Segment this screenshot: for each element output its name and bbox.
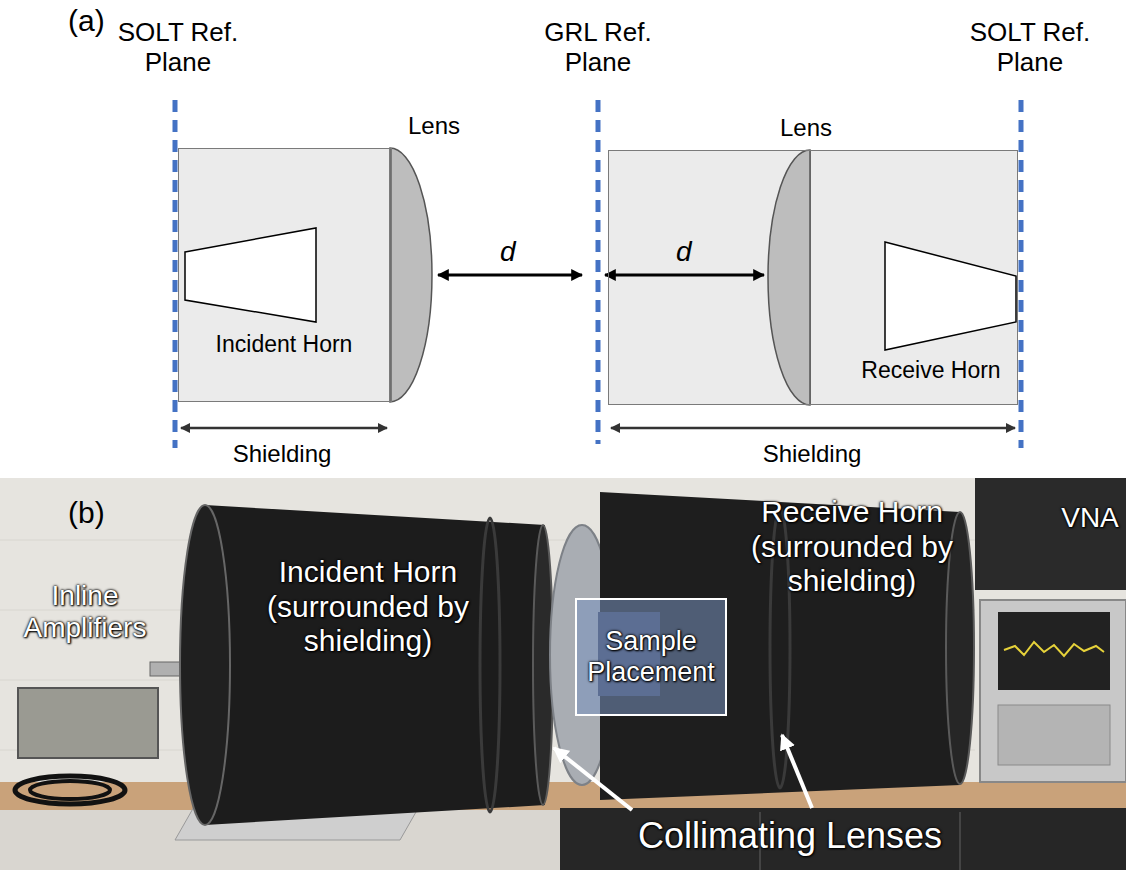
lab-wall xyxy=(0,478,1126,870)
photo-callout: Receive Horn (surrounded by shielding) xyxy=(747,495,957,599)
dimension-arrow xyxy=(181,427,387,430)
cable-coil xyxy=(30,781,110,799)
sample-placement-box: Sample Placement xyxy=(575,598,727,716)
photo-callout: Inline Amplifiers xyxy=(2,580,168,644)
photo-callout: Incident Horn (surrounded by shielding) xyxy=(263,555,473,659)
vna-panel xyxy=(998,705,1110,765)
reference-plane-label: SOLT Ref. Plane xyxy=(103,18,253,78)
lens-shape xyxy=(390,148,432,402)
distance-label: d xyxy=(676,236,706,268)
photo-callout: Collimating Lenses xyxy=(570,815,1010,856)
distance-label-slot: d xyxy=(500,236,530,268)
distance-arrow xyxy=(605,274,764,277)
reference-plane xyxy=(596,100,601,444)
cylinder-end xyxy=(180,505,230,825)
pointer-arrow xyxy=(554,748,632,810)
node-label: Sample Placement xyxy=(582,626,720,688)
reference-plane-label: SOLT Ref. Plane xyxy=(955,18,1105,78)
shielding-box: Receive Horn xyxy=(608,150,1018,405)
pointer-arrow xyxy=(782,735,812,808)
reference-plane-label: GRL Ref. Plane xyxy=(523,18,673,78)
photo-callout-slot: Receive Horn (surrounded by shielding) xyxy=(747,495,957,599)
shielding-box xyxy=(608,150,1018,405)
reference-plane xyxy=(1019,100,1024,448)
photo-callout-slot: Incident Horn (surrounded by shielding) xyxy=(263,555,473,659)
lens-label: Lens xyxy=(408,112,478,140)
distance-arrow xyxy=(438,274,582,277)
shielding-box: Incident Horn xyxy=(178,148,392,402)
horn-shielding-cylinder xyxy=(205,505,545,825)
node-label: Receive Horn xyxy=(847,357,1015,383)
dimension-label: Shielding xyxy=(202,440,362,468)
node-label: Incident Horn xyxy=(179,331,389,357)
cylinder-flange xyxy=(480,518,500,812)
dimension-label-slot: Shielding xyxy=(202,440,362,468)
photo-callout-slot: VNA xyxy=(1058,502,1122,534)
photo-callout: VNA xyxy=(1058,502,1122,534)
drawer-cabinet xyxy=(560,808,1126,870)
horn-antenna xyxy=(185,228,316,322)
lens-shape xyxy=(768,150,810,405)
dimension-label-slot: Shielding xyxy=(732,440,892,468)
reference-plane xyxy=(173,100,178,448)
panel-letter: (b) xyxy=(68,496,128,531)
amplifier-box xyxy=(18,688,158,758)
lab-bench xyxy=(0,782,1126,810)
reference-plane-label-slot: SOLT Ref. Plane xyxy=(103,18,253,78)
cable-coil xyxy=(15,776,125,804)
lens-label-slot: Lens xyxy=(780,114,850,142)
dimension-arrow xyxy=(611,427,1015,430)
vna-instrument xyxy=(980,600,1126,782)
lens-label: Lens xyxy=(780,114,850,142)
distance-label-slot: d xyxy=(676,236,706,268)
distance-label: d xyxy=(500,236,530,268)
photo-callout-slot: Collimating Lenses xyxy=(570,815,1010,856)
shielding-box xyxy=(178,148,390,402)
vna-screen xyxy=(998,612,1110,690)
reference-plane-label-slot: GRL Ref. Plane xyxy=(523,18,673,78)
reference-plane-label-slot: SOLT Ref. Plane xyxy=(955,18,1105,78)
lens-label-slot: Lens xyxy=(408,112,478,140)
panel-letter-slot: (b) xyxy=(68,496,128,531)
horn-antenna xyxy=(885,242,1016,350)
drawer-edge xyxy=(959,812,961,870)
wall-cabinet xyxy=(975,478,1126,590)
photo-callout-slot: Inline Amplifiers xyxy=(2,580,168,644)
vna-trace xyxy=(1004,642,1104,656)
dimension-label: Shielding xyxy=(732,440,892,468)
